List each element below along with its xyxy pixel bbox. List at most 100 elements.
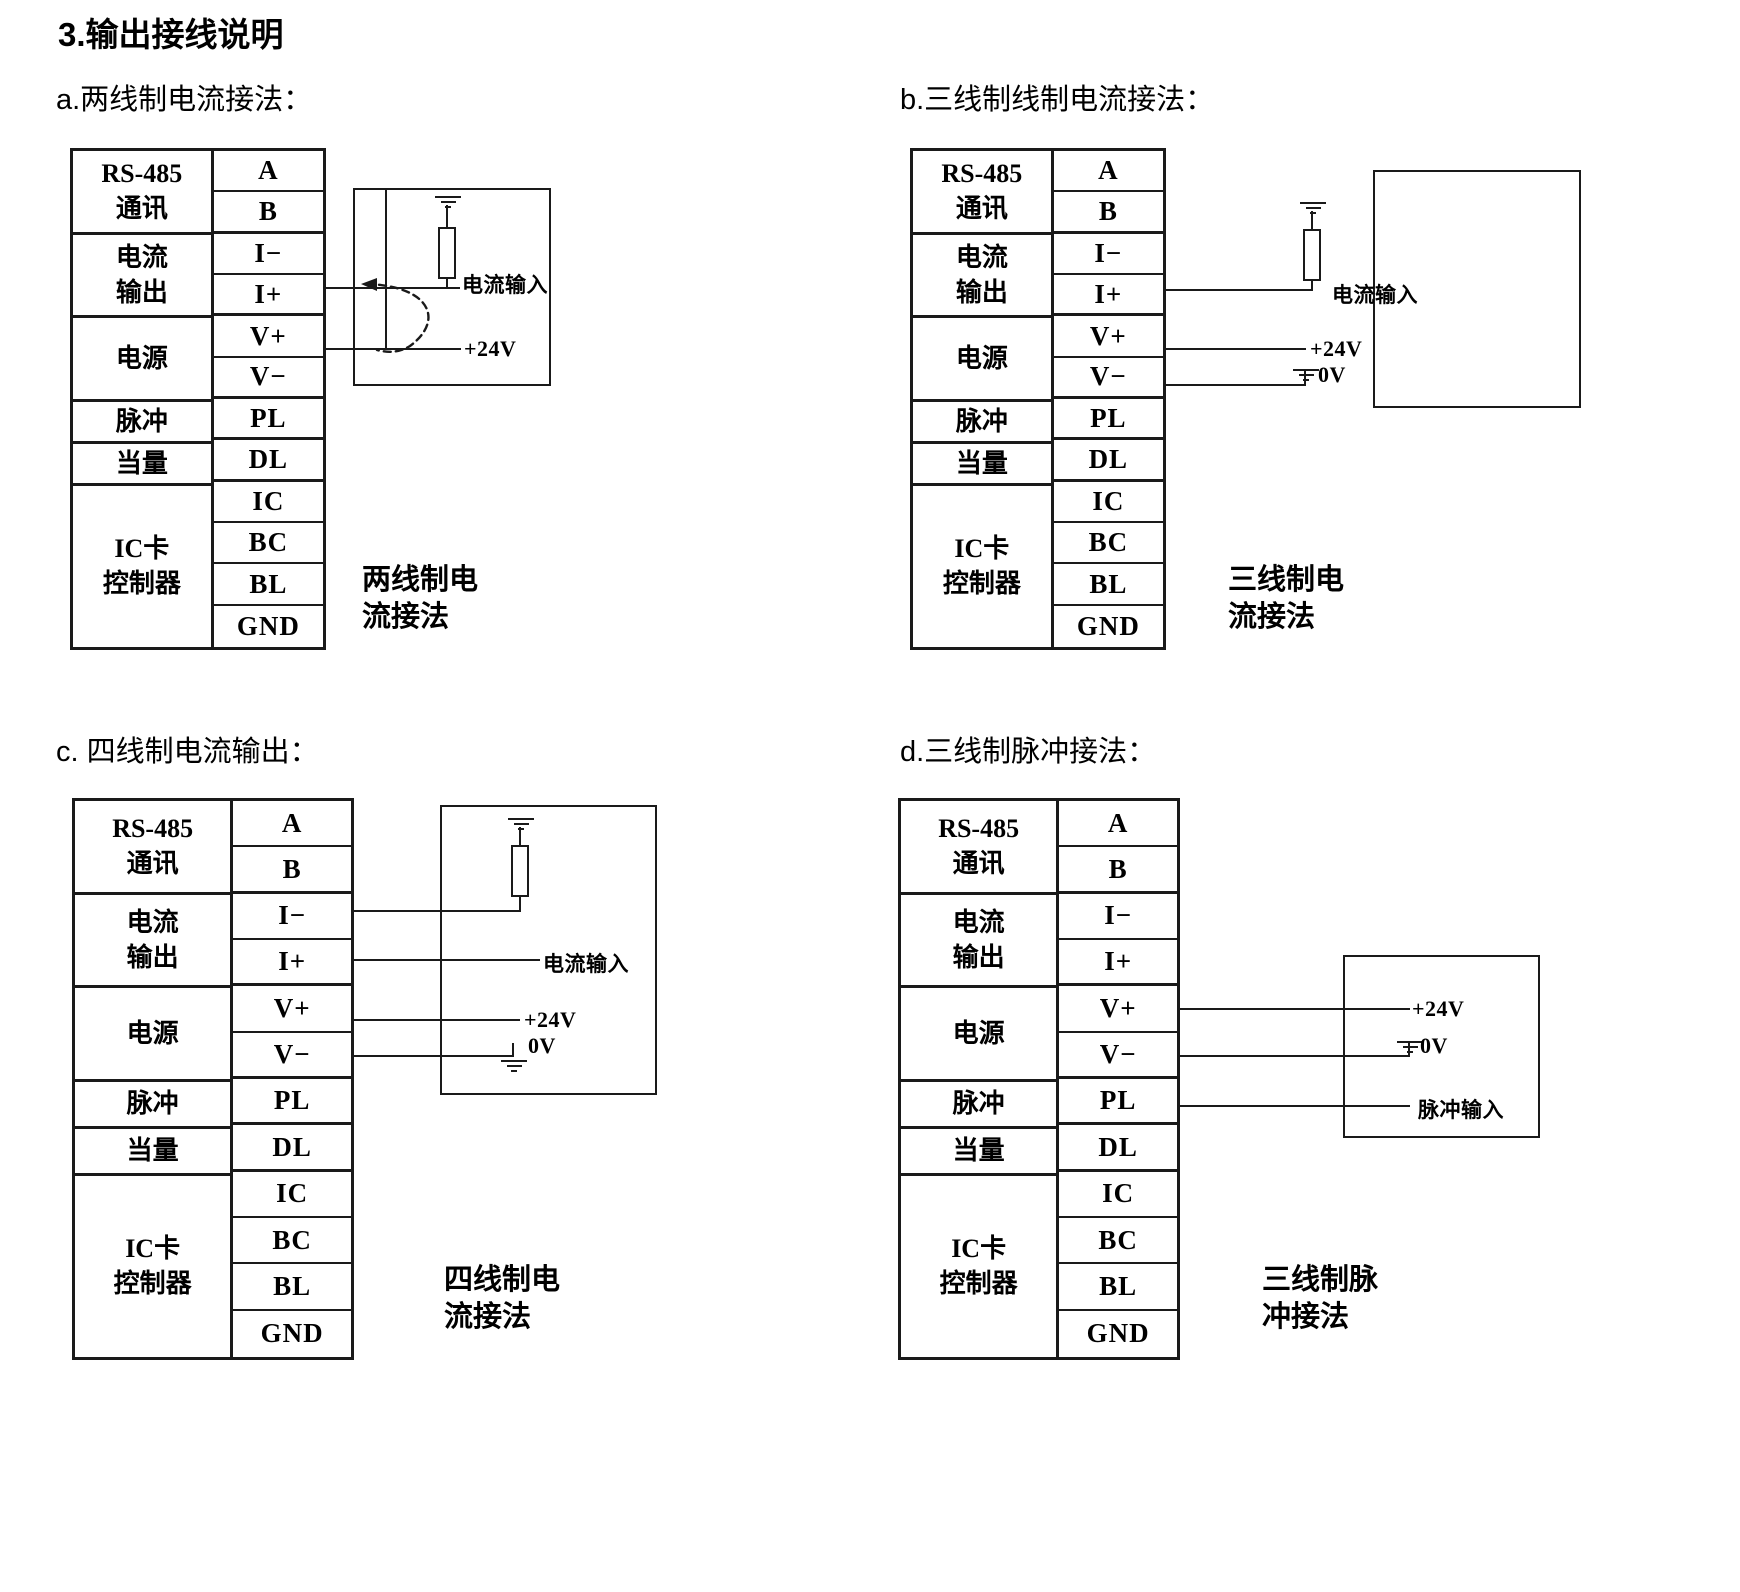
group-label-line: 电源 (952, 1019, 1005, 1049)
terminal-group-rs485: RS-485 通讯 (901, 801, 1057, 895)
group-label-line: 输出 (126, 943, 179, 972)
terminal-cell-bc: BC (213, 523, 323, 565)
group-label-line: 控制器 (939, 1269, 1018, 1299)
caption-line: 两线制电 (362, 564, 479, 596)
panel-a-current-input-wire (446, 287, 460, 289)
panel-a-24v-label: +24V (464, 336, 517, 361)
caption-line: 冲接法 (1262, 1301, 1350, 1334)
terminal-cell-ic: IC (1059, 1172, 1177, 1219)
panel-d-pulse-wire (1180, 1105, 1410, 1107)
panel-c-0v-label: 0V (528, 1033, 556, 1058)
caption-line: 三线制脉 (1262, 1264, 1379, 1296)
terminal-cell-bl: BL (1059, 1264, 1177, 1311)
terminal-cell-i-plus: I+ (213, 275, 323, 317)
terminal-cell-dl: DL (213, 440, 323, 482)
group-label-line: 通讯 (955, 194, 1008, 224)
terminal-group-column: RS-485 通讯 电流 输出 电源 脉冲 当量 IC卡 控制器 (75, 801, 234, 1357)
caption-line: 三线制电 (1228, 564, 1345, 596)
terminal-cell-pl: PL (213, 399, 323, 441)
group-label-line: 电源 (115, 344, 168, 374)
terminal-cell-pl: PL (1053, 399, 1163, 441)
group-label-line: 脉冲 (126, 1089, 179, 1119)
panel-c-iminus-wire (354, 910, 521, 912)
terminal-cell-gnd: GND (1086, 1318, 1150, 1349)
panel-c-resistor-icon (511, 845, 529, 897)
caption-line: 流接法 (362, 601, 450, 634)
terminal-group-ic-card: IC卡 控制器 (901, 1176, 1056, 1357)
group-label-line: 电源 (126, 1019, 179, 1049)
terminal-cell-bc: BC (233, 1218, 351, 1265)
terminal-cell-pl: PL (1059, 1079, 1177, 1126)
panel-d-circuit-box (1343, 955, 1540, 1138)
panel-c-title: c. 四线制电流输出： (56, 736, 319, 768)
terminal-cell-i-minus: I− (213, 234, 323, 275)
group-label-line: 控制器 (113, 1269, 192, 1299)
panel-c-current-input-label: 电流输入 (543, 953, 629, 976)
panel-d-pulse-input-label: 脉冲输入 (1418, 1099, 1504, 1122)
group-label-line: 当量 (952, 1136, 1005, 1166)
group-label-line: 电流 (115, 242, 168, 272)
panel-b-current-input-label: 电流输入 (1332, 284, 1418, 307)
panel-c-resistor-lead-bottom (519, 897, 521, 911)
panel-a-caption: 两线制电 流接法 (362, 562, 478, 636)
panel-a-terminal-table: RS-485 通讯 电流 输出 电源 脉冲 当量 IC卡 控制器 A B (70, 148, 326, 650)
panel-d-0v-label: 0V (1420, 1033, 1448, 1058)
group-label-line: 当量 (126, 1136, 179, 1166)
panel-b-ground-icon (1300, 202, 1326, 214)
group-label-line: RS-485 (941, 159, 1023, 189)
group-label-line: 控制器 (102, 569, 181, 599)
panel-a-iminus-wire (326, 287, 448, 289)
group-label-line: 电流 (126, 907, 179, 937)
terminal-cell-bl: BL (233, 1264, 351, 1311)
group-label-line: 通讯 (115, 194, 168, 224)
terminal-name-column: A B I− I+ V+ V− PL DL IC BC BL GND (213, 151, 323, 647)
group-label-line: 通讯 (126, 849, 179, 879)
terminal-cell-dl: DL (1059, 1125, 1177, 1172)
group-label-line: IC卡 (954, 534, 1010, 564)
terminal-group-ic-card: IC卡 控制器 (73, 486, 211, 647)
group-label-line: IC卡 (951, 1234, 1007, 1264)
terminal-group-rs485: RS-485 通讯 (73, 151, 211, 235)
terminal-cell-v-plus: V+ (1059, 986, 1177, 1033)
terminal-group-power: 电源 (73, 318, 211, 403)
panel-d-terminal-table: RS-485 通讯 电流 输出 电源 脉冲 当量 IC卡 控制器 A B (898, 798, 1180, 1360)
group-label-line: 输出 (952, 943, 1005, 972)
terminal-group-column: RS-485 通讯 电流 输出 电源 脉冲 当量 IC卡 控制器 (913, 151, 1054, 647)
caption-line: 四线制电 (444, 1264, 561, 1296)
terminal-cell-gnd: GND (1076, 610, 1140, 641)
terminal-cell-dl: DL (233, 1125, 351, 1172)
panel-c-circuit-box (440, 805, 657, 1095)
terminal-group-power: 电源 (913, 318, 1051, 403)
group-label-line: 电源 (955, 344, 1008, 374)
terminal-group-current-output: 电流 输出 (913, 235, 1051, 319)
terminal-group-rs485: RS-485 通讯 (75, 801, 231, 895)
terminal-cell-i-plus: I+ (1059, 940, 1177, 987)
terminal-group-ic-card: IC卡 控制器 (75, 1176, 230, 1357)
group-label-line: 电流 (955, 242, 1008, 272)
terminal-group-pulse: 脉冲 (901, 1082, 1057, 1129)
terminal-cell-gnd: GND (260, 1318, 324, 1349)
panel-c-caption: 四线制电 流接法 (444, 1262, 560, 1336)
caption-line: 流接法 (444, 1301, 532, 1334)
terminal-group-equivalent: 当量 (73, 444, 211, 486)
terminal-group-current-output: 电流 输出 (73, 235, 211, 319)
terminal-cell-i-minus: I− (1053, 234, 1163, 275)
panel-a-current-loop-arrow (361, 278, 430, 353)
terminal-cell-i-minus: I− (1059, 894, 1177, 940)
panel-d-0v-ground-icon (1397, 1041, 1423, 1053)
terminal-cell-a: A (1059, 801, 1177, 848)
group-label-line: 输出 (115, 278, 168, 307)
caption-line: 流接法 (1228, 601, 1316, 634)
terminal-cell-a: A (233, 801, 351, 848)
panel-b-current-input-wire (1166, 289, 1313, 291)
group-label-line: 控制器 (942, 569, 1021, 599)
panel-b-0v-label: 0V (1318, 362, 1346, 387)
terminal-group-equivalent: 当量 (75, 1129, 231, 1176)
terminal-cell-v-plus: V+ (1053, 316, 1163, 358)
panel-d-24v-wire (1180, 1008, 1410, 1010)
panel-b-0v-drop (1304, 370, 1306, 385)
terminal-group-pulse: 脉冲 (913, 402, 1051, 444)
panel-a-title: a.两线制电流接法： (56, 84, 313, 116)
panel-b-circuit-box (1373, 170, 1581, 408)
